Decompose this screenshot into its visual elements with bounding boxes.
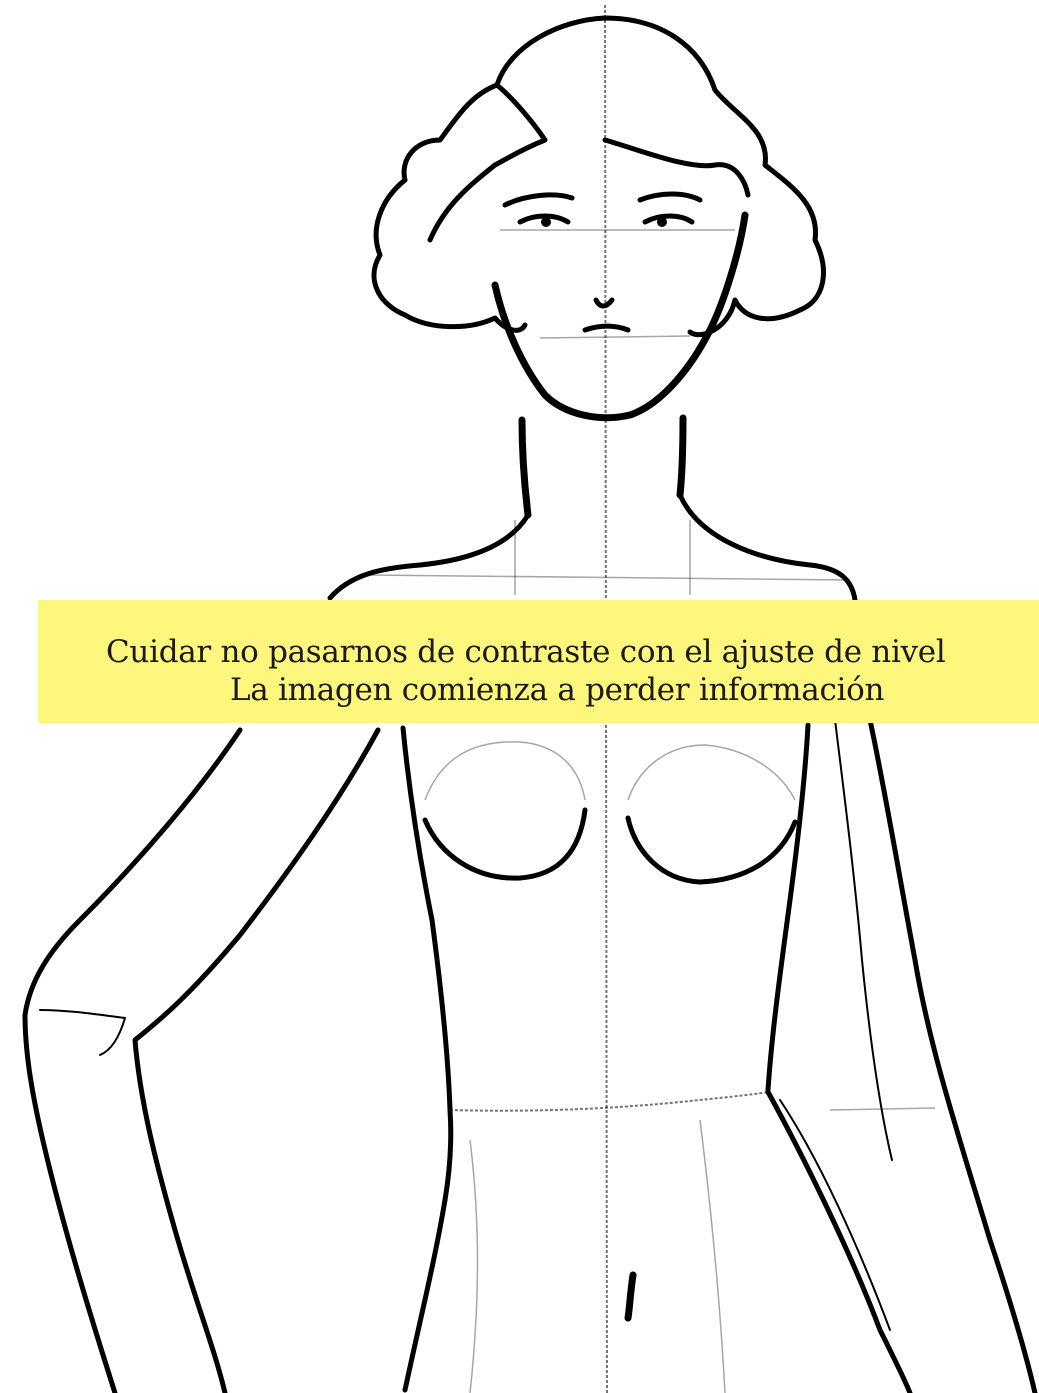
neck-shoulders: [327, 414, 858, 603]
arm-right-outer: [867, 717, 1038, 1393]
hair-outline: [371, 15, 826, 338]
skirt-right: [765, 1089, 913, 1393]
note-banner: Cuidar no pasarnos de contraste con el a…: [38, 600, 1039, 723]
chin-guide: [539, 335, 691, 339]
elbow-right-guide: [829, 1107, 936, 1111]
head: [371, 15, 826, 422]
bust-guide-left: [424, 741, 586, 801]
waist-line: [449, 1091, 769, 1112]
note-line-2: La imagen comienza a perder información: [230, 672, 885, 708]
face-outline: [491, 211, 749, 422]
shoulder-guide: [369, 574, 851, 581]
eye-right-pupil: [657, 217, 667, 227]
eyebrow-left: [502, 192, 575, 208]
hair-part-right: [602, 137, 751, 198]
torso-left-side: [400, 725, 454, 1203]
arm-right-inner: [834, 719, 893, 1161]
nose: [593, 297, 615, 309]
eye-left: [517, 213, 571, 225]
neck-left: [518, 416, 532, 519]
neck-right: [676, 414, 687, 499]
shoulder-left: [327, 512, 531, 601]
eye-left-pupil: [541, 217, 551, 227]
eye-right: [642, 213, 695, 225]
skirt-right-inner: [779, 1099, 891, 1331]
arm-left-inner: [132, 727, 381, 1393]
mouth: [582, 323, 631, 333]
bust-guide-right: [627, 744, 796, 801]
torso-right-side: [765, 722, 811, 1093]
arm-left-outer: [22, 727, 243, 1393]
eyebrow-right: [637, 191, 703, 203]
torso: [400, 722, 913, 1393]
left-arm: [22, 727, 381, 1393]
bust-right: [625, 815, 798, 885]
lower-guide-left: [469, 1139, 479, 1393]
lower-guide-right: [699, 1119, 726, 1393]
skirt-left: [402, 1197, 448, 1393]
note-line-1: Cuidar no pasarnos de contraste con el a…: [106, 634, 946, 670]
hair-bang: [427, 82, 548, 243]
shoulder-right: [677, 492, 858, 603]
bust-left: [422, 807, 588, 881]
center-guide-line: [604, 4, 608, 1393]
navel-mark: [624, 1271, 637, 1322]
right-arm: [829, 717, 1038, 1393]
elbow-left: [39, 1009, 126, 1056]
